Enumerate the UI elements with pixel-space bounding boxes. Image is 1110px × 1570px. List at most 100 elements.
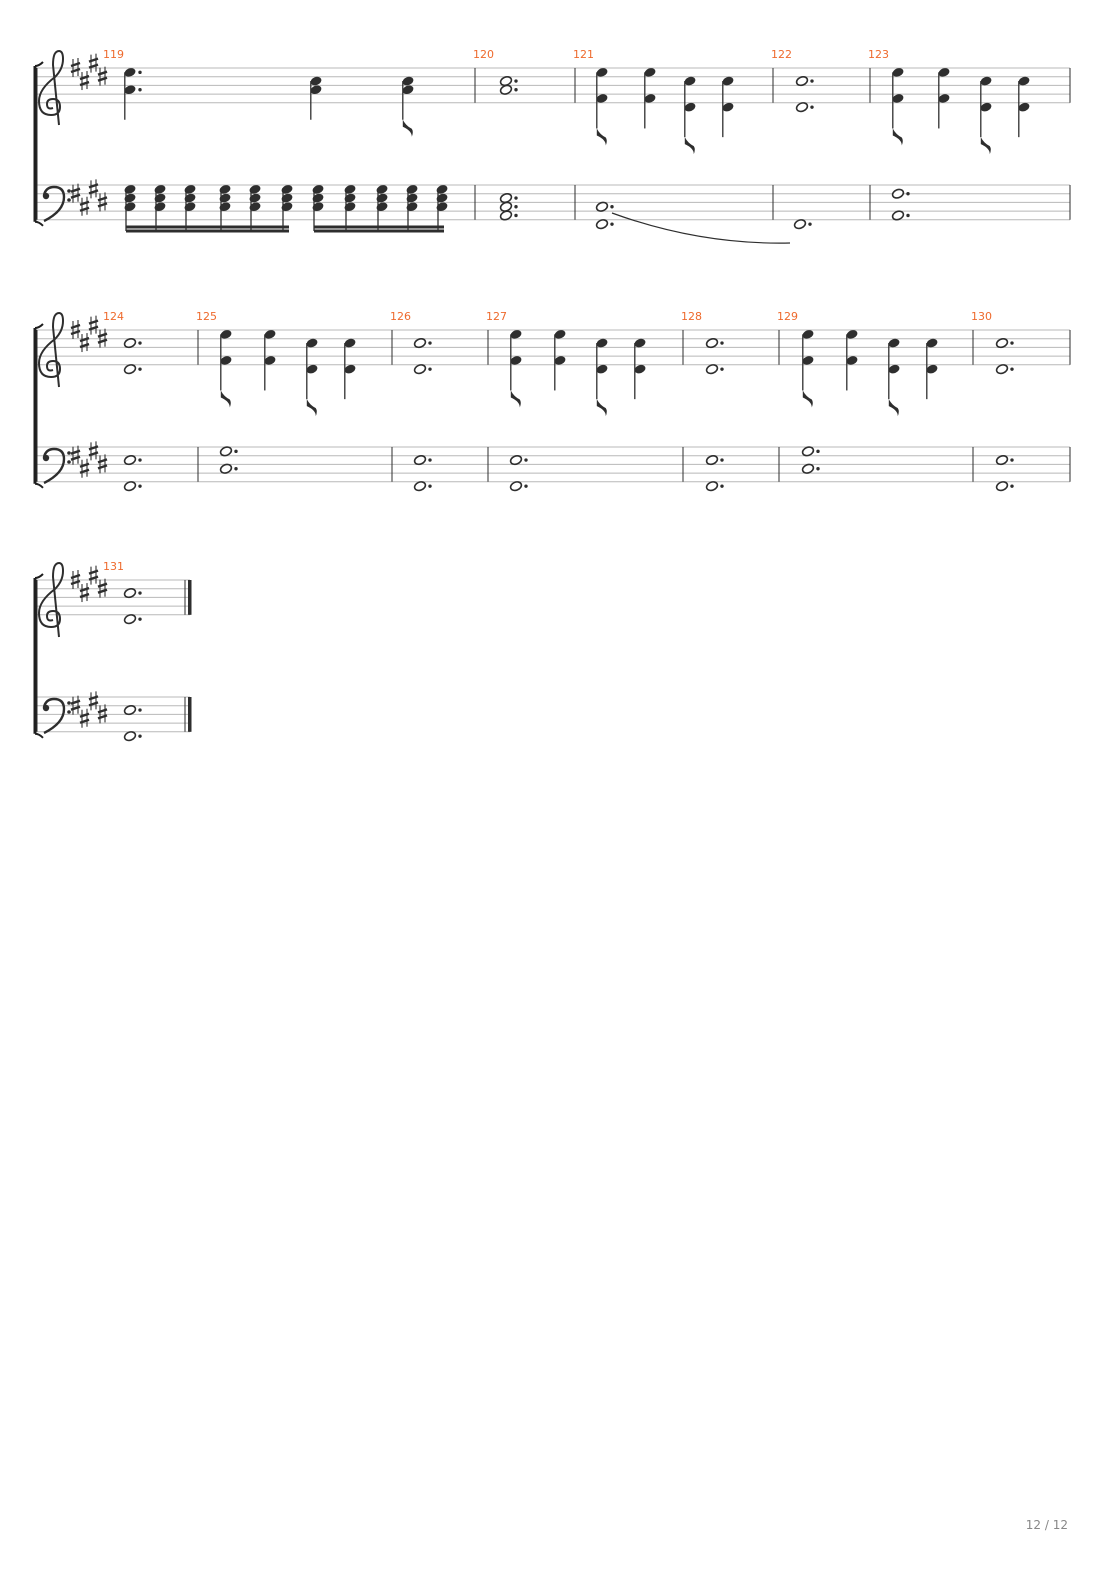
chord (402, 76, 414, 137)
treble-clef (37, 49, 65, 126)
sharp-stroke (88, 189, 99, 195)
notehead (249, 185, 261, 194)
augmentation-dot (514, 79, 518, 83)
treble-clef-shape (37, 561, 65, 638)
sharp-sign (88, 315, 99, 335)
notehead (846, 330, 858, 339)
chord (705, 337, 724, 375)
notehead (281, 185, 293, 194)
notehead-hollow (998, 367, 1006, 372)
chord (888, 338, 900, 417)
final-barline-thick (188, 697, 192, 732)
sharp-stroke (79, 462, 90, 468)
notehead (436, 185, 448, 194)
notehead (264, 356, 276, 365)
notehead (249, 202, 261, 212)
note-flag (888, 399, 899, 417)
notehead-hollow (502, 87, 510, 92)
chord (1018, 76, 1030, 138)
notehead (802, 356, 814, 365)
notehead-hollow (416, 341, 424, 346)
augmentation-dot (514, 205, 518, 209)
page-number: 12 / 12 (1026, 1518, 1068, 1532)
notehead (184, 193, 196, 203)
notehead (402, 76, 414, 86)
notehead-hollow (416, 458, 424, 463)
sharp-sign (88, 441, 99, 461)
notehead (306, 364, 318, 374)
note-flag (980, 137, 991, 155)
sharp-stroke (97, 70, 108, 76)
notehead (220, 356, 232, 365)
augmentation-dot (816, 467, 820, 471)
notehead-hollow (708, 458, 716, 463)
notehead (344, 338, 356, 348)
bass-clef (42, 185, 71, 223)
treble-clef (37, 561, 65, 638)
notehead (124, 193, 136, 203)
bass-clef-shape (42, 697, 66, 735)
notehead (376, 185, 388, 194)
augmentation-dot (514, 196, 518, 200)
sharp-sign (79, 71, 90, 91)
notehead-hollow (126, 341, 134, 346)
sharp-sign (79, 333, 90, 353)
note-flag (684, 137, 695, 155)
sharp-stroke (79, 80, 90, 87)
notehead-hollow (416, 484, 424, 489)
notehead-hollow (598, 204, 606, 209)
notehead-hollow (598, 222, 606, 227)
notehead-hollow (894, 191, 902, 196)
notehead-hollow (126, 367, 134, 372)
bracket-hook (34, 573, 44, 579)
bracket-hook (34, 732, 44, 739)
sharp-stroke (70, 187, 81, 193)
chord (310, 76, 322, 120)
bass-clef-dot (42, 704, 50, 712)
bass-clef-shape (42, 185, 66, 223)
measure-number: 126 (390, 310, 411, 323)
augmentation-dot (720, 367, 724, 371)
chord (995, 454, 1014, 492)
notehead-hollow (512, 484, 520, 489)
augmentation-dot (720, 484, 724, 488)
notehead-hollow (894, 213, 902, 218)
chord (846, 330, 858, 391)
sharp-sign (88, 565, 99, 585)
augmentation-dot (138, 708, 142, 712)
sharp-stroke (97, 464, 108, 470)
bass-clef-dot (42, 454, 50, 462)
chord (499, 192, 518, 221)
bass-clef-dot (42, 192, 50, 200)
bass-clef-dot (67, 198, 71, 202)
chord (436, 185, 448, 212)
augmentation-dot (720, 341, 724, 345)
notehead (722, 76, 734, 86)
notehead-hollow (708, 484, 716, 489)
bass-clef-dot (67, 189, 71, 193)
sharp-stroke (97, 714, 108, 720)
chord (123, 337, 142, 375)
sharp-stroke (70, 579, 81, 586)
sharp-sign (79, 196, 90, 216)
chord (220, 330, 232, 408)
sharp-stroke (88, 695, 99, 701)
chord (124, 68, 142, 120)
augmentation-dot (610, 205, 614, 209)
notehead (892, 94, 904, 103)
notehead (219, 193, 231, 203)
chord (795, 75, 814, 113)
notehead-hollow (126, 484, 134, 489)
notehead-hollow (798, 105, 806, 110)
notehead (344, 202, 356, 212)
notehead-hollow (126, 734, 134, 739)
notehead (402, 85, 414, 95)
sharp-sign (70, 58, 81, 77)
augmentation-dot (524, 484, 528, 488)
notehead (846, 356, 858, 365)
notehead (938, 68, 950, 77)
notehead (892, 68, 904, 77)
key-signature (70, 691, 108, 728)
bass-clef-dot (67, 701, 71, 705)
